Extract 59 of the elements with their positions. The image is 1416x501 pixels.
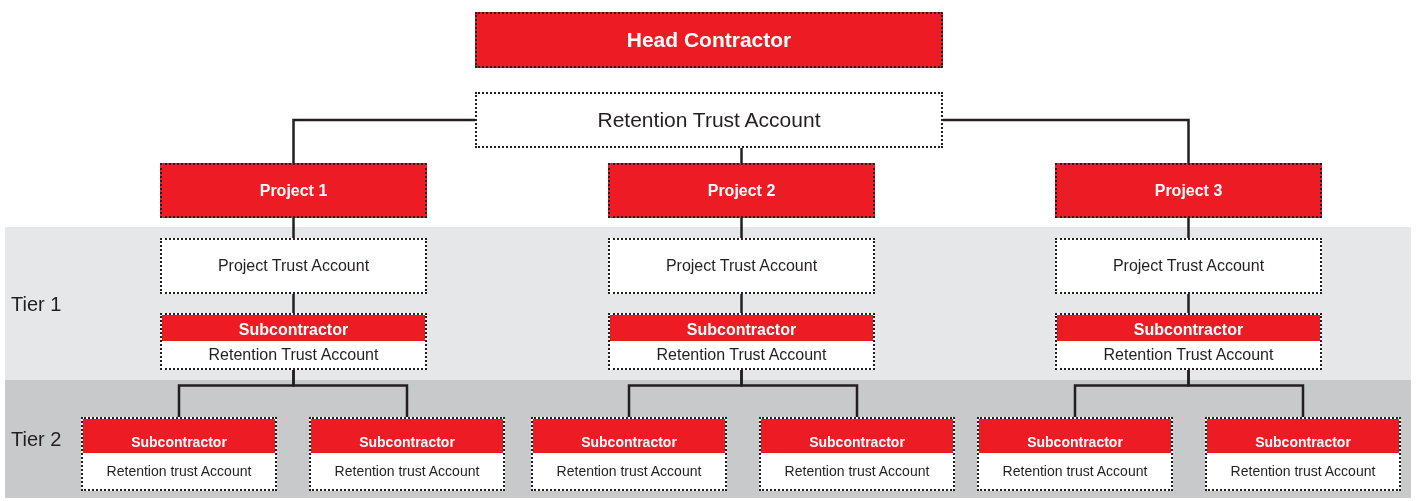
connector-line	[292, 118, 475, 163]
box-text: Retention trust Account	[784, 461, 930, 481]
account-box	[1055, 238, 1322, 294]
box-title: Subcontractor	[1027, 433, 1123, 452]
tier-band	[5, 380, 1411, 498]
connector-line	[943, 118, 1190, 163]
box-title: Head Contractor	[626, 27, 792, 54]
connector-line	[740, 370, 859, 417]
subcontractor-box	[977, 417, 1173, 491]
box-title: Subcontractor	[359, 433, 455, 452]
box-text: Retention trust Account	[1230, 461, 1376, 481]
account-box	[608, 238, 875, 294]
box-text: Retention trust Account	[106, 461, 252, 481]
box-title: Subcontractor	[131, 433, 227, 452]
connector-line	[1187, 294, 1190, 313]
tier-label: Tier 2	[11, 427, 62, 452]
box-title: Subcontractor	[238, 320, 349, 340]
box-text: Retention Trust Account	[208, 344, 379, 365]
project-box	[608, 163, 875, 218]
box-text: Retention trust Account	[1002, 461, 1148, 481]
box-text: Retention Trust Account	[597, 107, 821, 134]
box-text: Project Trust Account	[1112, 256, 1265, 276]
connector-line	[1187, 218, 1190, 238]
box-text: Project Trust Account	[217, 256, 370, 276]
subcontractor-box	[531, 417, 727, 491]
connector-line	[292, 370, 409, 417]
connector-line	[1187, 370, 1305, 417]
subcontractor-box	[160, 313, 427, 370]
box-text: Retention trust Account	[334, 461, 480, 481]
connector-line	[740, 148, 743, 163]
subcontractor-box	[1205, 417, 1401, 491]
connector-line	[740, 218, 743, 238]
project-box	[1055, 163, 1322, 218]
connector-line	[292, 218, 295, 238]
box-title: Subcontractor	[1133, 320, 1244, 340]
box-text: Retention Trust Account	[1103, 344, 1274, 365]
project-box	[160, 163, 427, 218]
subcontractor-box	[81, 417, 277, 491]
box-title: Subcontractor	[1255, 433, 1351, 452]
box-title: Subcontractor	[686, 320, 797, 340]
box-title: Project 3	[1154, 180, 1223, 201]
box-title: Project 1	[259, 180, 328, 201]
box-text: Project Trust Account	[665, 256, 818, 276]
subcontractor-box	[1055, 313, 1322, 370]
connector-line	[740, 294, 743, 313]
box-title: Project 2	[707, 180, 776, 201]
tier-band	[5, 227, 1411, 380]
box-title: Subcontractor	[581, 433, 677, 452]
subcontractor-box	[309, 417, 505, 491]
box-title: Subcontractor	[809, 433, 905, 452]
subcontractor-box	[608, 313, 875, 370]
subcontractor-box	[759, 417, 955, 491]
box-text: Retention Trust Account	[656, 344, 827, 365]
account-box	[475, 92, 943, 148]
connector-line	[292, 294, 295, 313]
box-text: Retention trust Account	[556, 461, 702, 481]
account-box	[160, 238, 427, 294]
contractor-box	[475, 12, 943, 68]
tier-label: Tier 1	[11, 291, 62, 317]
